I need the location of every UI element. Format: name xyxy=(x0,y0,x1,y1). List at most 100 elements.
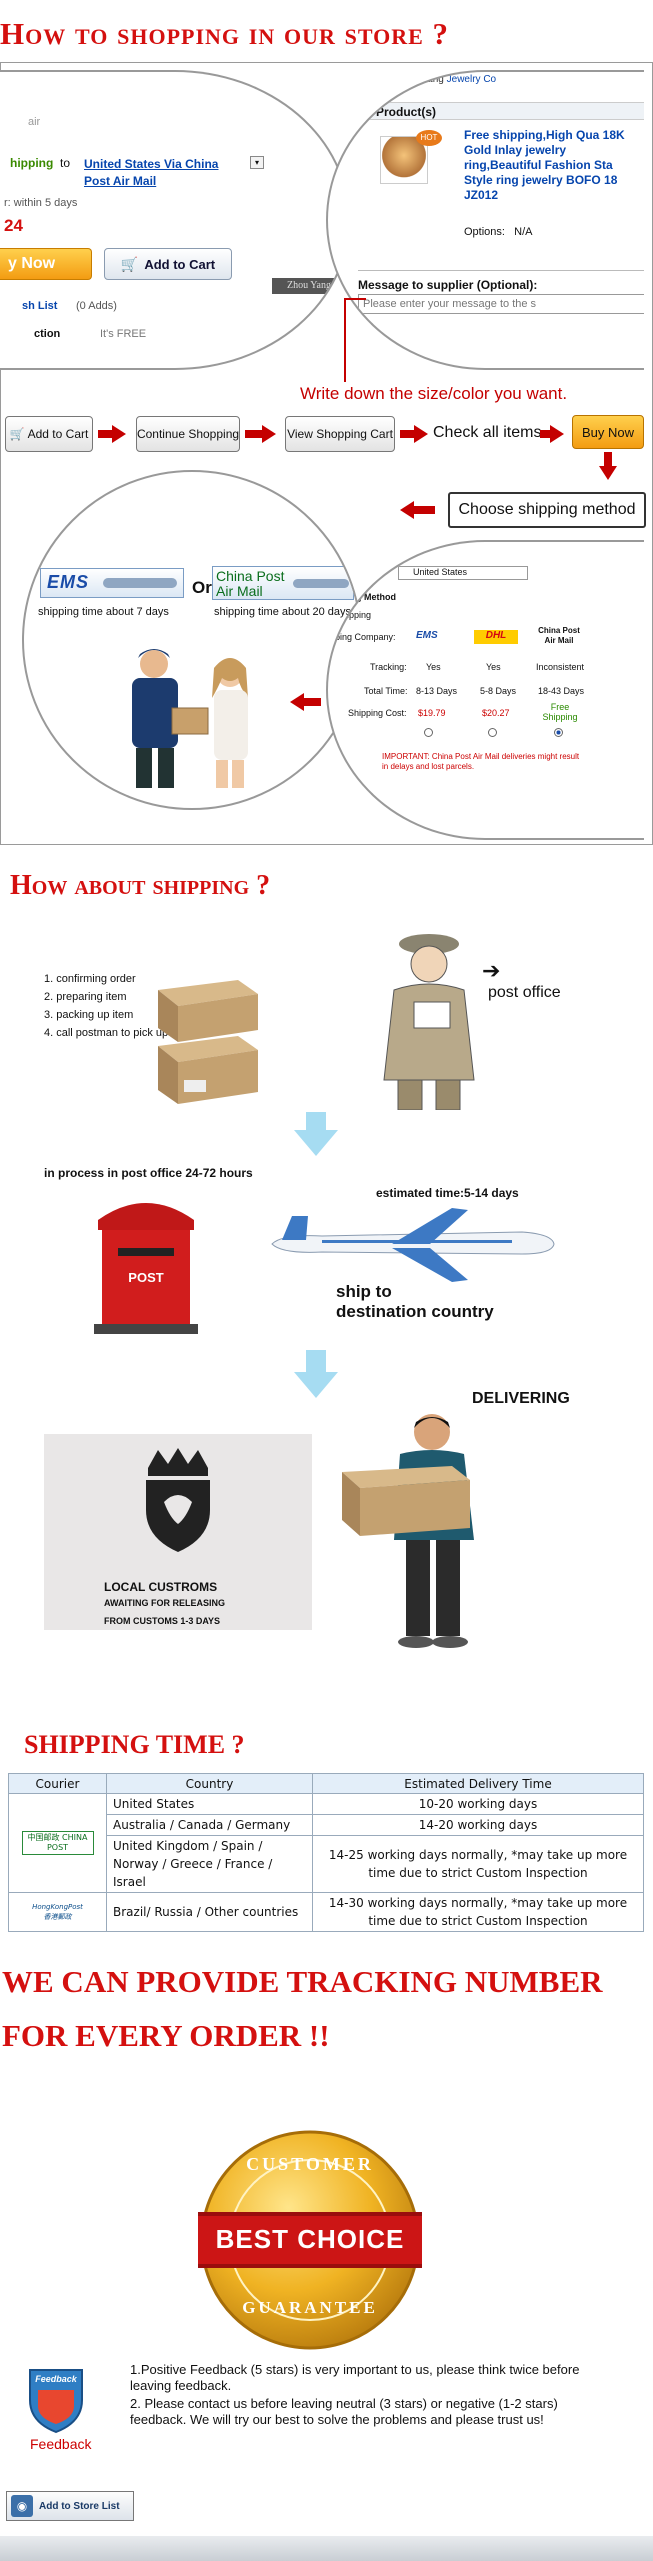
view-cart-button[interactable]: View Shopping Cart xyxy=(285,416,395,452)
seller-link[interactable]: Jewelry Co xyxy=(446,74,497,85)
shipping-to: to xyxy=(60,156,71,170)
header-country: Country xyxy=(106,1773,313,1794)
tracking-line1: WE CAN PROVIDE TRACKING NUMBER xyxy=(2,1964,603,1999)
in-process-label: in process in post office 24-72 hours xyxy=(44,1166,253,1180)
arrow-shaft xyxy=(245,430,263,438)
arrow-down-icon xyxy=(294,1372,338,1398)
rss-icon: ◉ xyxy=(11,2495,33,2517)
shipping-label: hipping xyxy=(10,156,54,170)
add-to-cart-label: Add to Cart xyxy=(144,256,216,272)
product-thumbnail[interactable] xyxy=(380,136,428,184)
country-cell: United States xyxy=(106,1793,313,1815)
cart-icon: 🛒 xyxy=(9,427,25,441)
time-cell: 14-20 working days xyxy=(312,1814,644,1836)
badge-middle-text: BEST CHOICE xyxy=(215,2224,405,2254)
method-header: ing Method xyxy=(348,592,396,602)
seller-label: er: ZhouYang Jewelry Co xyxy=(384,74,496,85)
customs-line2: AWAITING FOR RELEASING xyxy=(104,1598,226,1608)
options-value: N/A xyxy=(514,226,533,238)
message-input[interactable]: Please enter your message to the s xyxy=(358,294,644,314)
post-box-icon: POST xyxy=(94,1190,198,1334)
best-choice-badge: CUSTOMER BEST CHOICE GUARANTEE xyxy=(198,2128,422,2352)
cart-icon: 🛒 xyxy=(120,255,139,272)
wishlist-link[interactable]: sh List xyxy=(22,300,58,312)
header-time: Estimated Delivery Time xyxy=(312,1773,644,1794)
feedback-caption: Feedback xyxy=(30,2436,92,2452)
time-section-title: SHIPPING TIME ? xyxy=(24,1730,245,1759)
ems-col: EMS xyxy=(416,630,438,641)
estimated-time-label: estimated time:5-14 days xyxy=(376,1186,519,1200)
brand-watermark: Zhou Yang xyxy=(272,278,346,294)
protection-free: It's FREE xyxy=(100,328,147,340)
dhl-radio[interactable] xyxy=(488,728,497,737)
company-label: pping Company: xyxy=(330,632,396,642)
product-description[interactable]: Free shipping,High Qua 18K Gold Inlay je… xyxy=(464,128,625,202)
store-section-title: How to shopping in our store ? xyxy=(0,16,450,51)
airplane-illustration xyxy=(262,1204,562,1284)
arrow-right-icon xyxy=(414,425,428,443)
package-boxes-illustration xyxy=(158,970,258,1110)
message-label: Message to supplier (Optional): xyxy=(358,278,538,292)
arrow-right-icon xyxy=(112,425,126,443)
arrow-shaft xyxy=(98,430,114,438)
step-item: 3. packing up item xyxy=(44,1009,134,1021)
post-radio[interactable] xyxy=(554,728,563,737)
dhl-col: DHL xyxy=(474,630,518,644)
continue-shopping-button[interactable]: Continue Shopping xyxy=(136,416,240,452)
price-value: 24 xyxy=(4,216,23,235)
arrow-shaft xyxy=(604,452,612,468)
arrow-shaft xyxy=(303,698,321,706)
ems-cost: $19.79 xyxy=(418,708,446,718)
post-tracking: Inconsistent xyxy=(536,662,585,672)
air-mail-text: Air Mail xyxy=(216,583,263,599)
table-row: 中国邮政 CHINA POST United States 10-20 work… xyxy=(8,1793,644,1893)
ems-time-cell: 8-13 Days xyxy=(416,686,458,696)
flow-buy-now-button[interactable]: Buy Now xyxy=(572,415,644,449)
badge-top-text: CUSTOMER xyxy=(246,2154,374,2174)
time-cell: 10-20 working days xyxy=(312,1793,644,1815)
country-select[interactable]: United States xyxy=(398,566,528,580)
china-post-logo: 中国邮政 CHINA POST xyxy=(21,1831,94,1855)
arrow-down-icon xyxy=(294,1130,338,1156)
tracking-line2: FOR EVERY ORDER !! xyxy=(2,2018,330,2053)
plane-icon xyxy=(103,578,177,588)
dhl-cost: $20.27 xyxy=(482,708,510,718)
dhl-tracking: Yes xyxy=(486,662,501,672)
courier-hongkong-post: HongKongPost 香港郵政 xyxy=(8,1892,107,1932)
arrow-left-icon xyxy=(400,501,414,519)
products-header: Product(s) xyxy=(368,102,644,120)
shipping-method-link[interactable]: United States Via China Post Air Mail xyxy=(84,157,219,188)
delivery-man-illustration xyxy=(336,1410,498,1650)
country-cell: Australia / Canada / Germany xyxy=(106,1814,313,1836)
customs-line3: FROM CUSTOMS 1-3 DAYS xyxy=(104,1616,221,1626)
add-to-cart-button[interactable]: 🛒 Add to Cart xyxy=(104,248,232,280)
delivering-label: DELIVERING xyxy=(472,1390,570,1407)
shipping-section-title: How about shipping ? xyxy=(10,870,271,901)
write-down-note: Write down the size/color you want. xyxy=(300,384,568,403)
pointer-line-top xyxy=(344,298,366,300)
country-cell: Brazil/ Russia / Other countries xyxy=(106,1892,313,1932)
wishlist-adds: (0 Adds) xyxy=(76,300,117,312)
choose-shipping-box[interactable]: Choose shipping method xyxy=(448,492,646,528)
options-row: Options: N/A xyxy=(464,226,532,238)
post-cost: Free Shipping xyxy=(542,702,578,722)
flow-add-to-cart-button[interactable]: 🛒Add to Cart xyxy=(5,416,93,452)
country-cell: United Kingdom / Spain / Norway / Greece… xyxy=(106,1835,313,1893)
buy-now-button[interactable]: y Now xyxy=(0,248,92,280)
arrow-right-icon xyxy=(550,425,564,443)
seller-name: er: ZhouYang xyxy=(384,74,444,85)
total-time-label: Total Time: xyxy=(364,686,408,696)
step-item: 2. preparing item xyxy=(44,991,127,1003)
ems-logo: EMS xyxy=(40,568,184,598)
feedback-line1: 1.Positive Feedback (5 stars) is very im… xyxy=(130,2362,580,2393)
post-box-label: POST xyxy=(128,1270,164,1285)
ems-radio[interactable] xyxy=(424,728,433,737)
post-office-label: post office xyxy=(488,984,561,1001)
divider xyxy=(358,270,644,271)
courier-delivery-illustration xyxy=(102,638,282,788)
chevron-down-icon[interactable]: ▾ xyxy=(250,156,264,169)
add-to-store-list-button[interactable]: ◉ Add to Store List xyxy=(6,2491,134,2521)
ems-time: shipping time about 7 days xyxy=(38,606,169,618)
customs-panel: LOCAL CUSTROMS AWAITING FOR RELEASING FR… xyxy=(44,1434,312,1630)
arrow-shaft xyxy=(540,430,552,438)
